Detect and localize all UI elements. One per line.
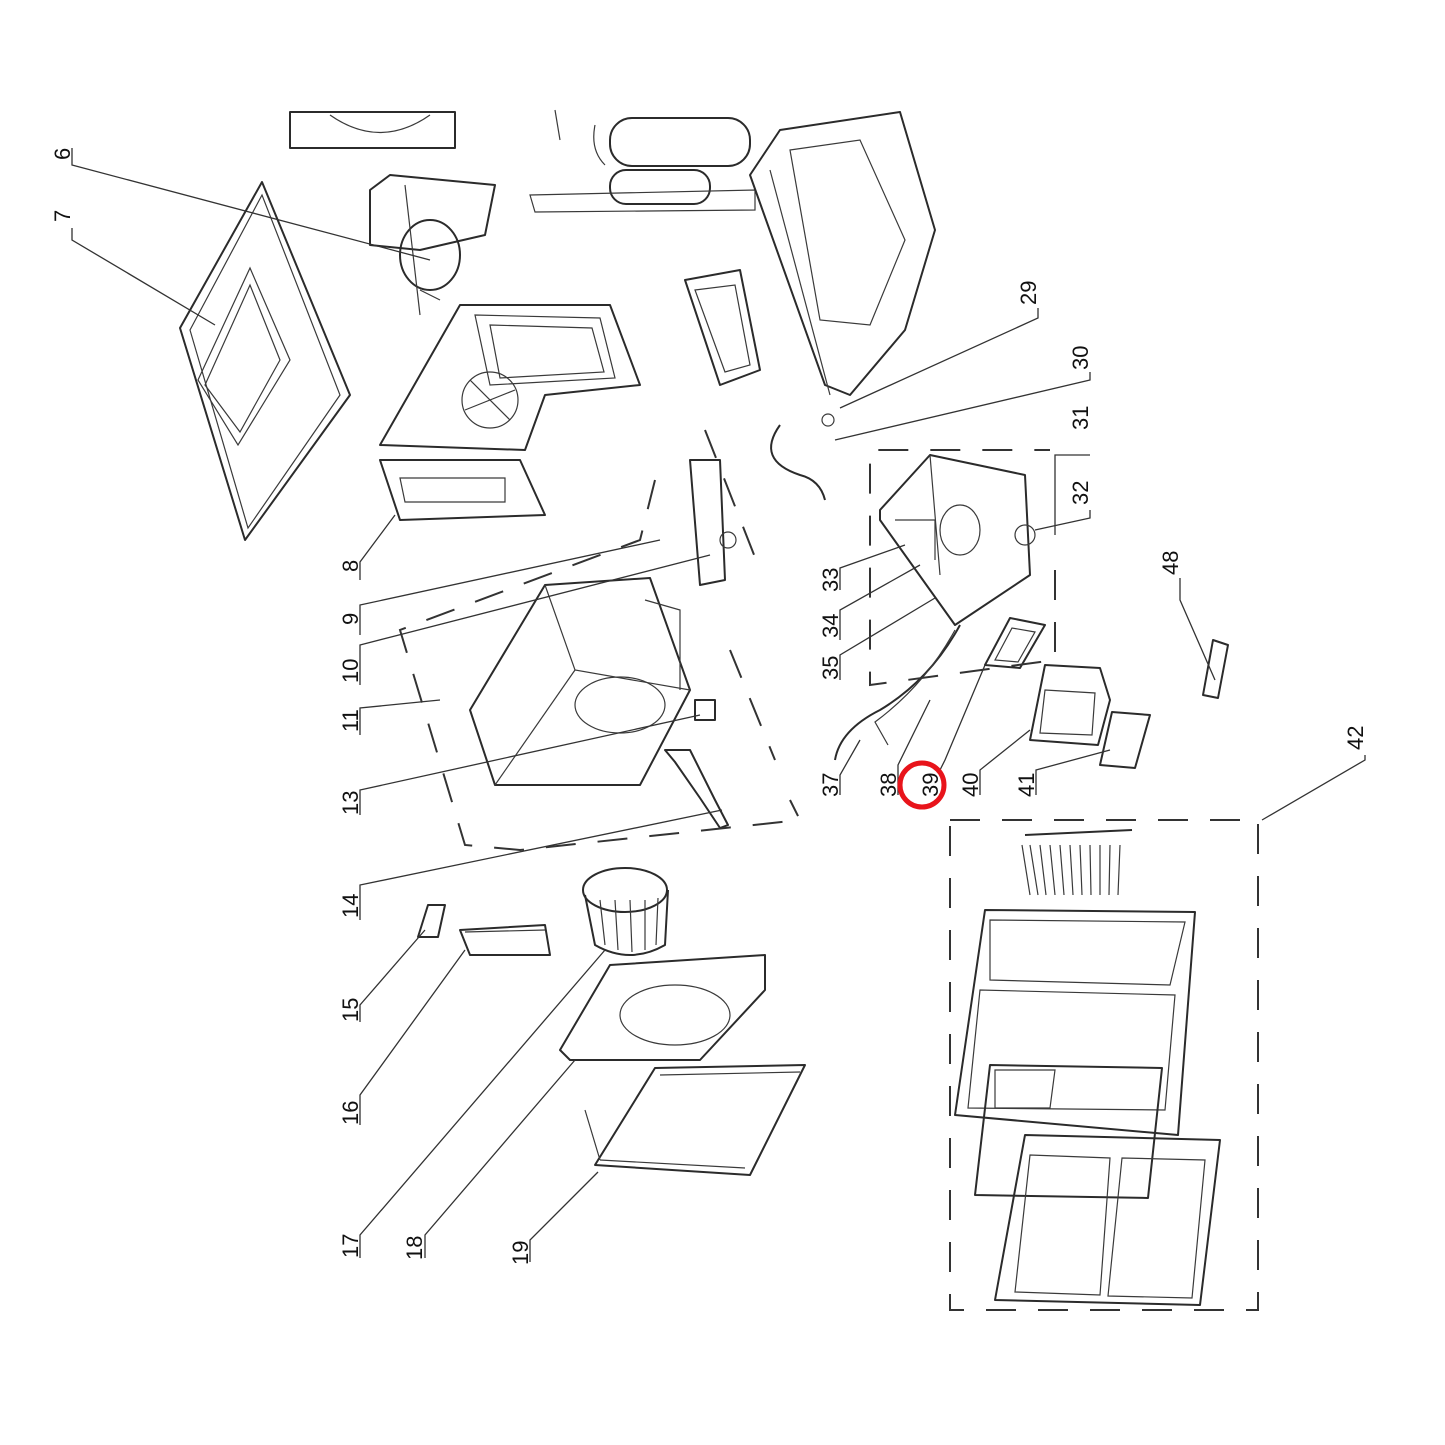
callout-32: 32 <box>1068 481 1093 505</box>
clip-part-13 <box>694 699 716 721</box>
callout-labels: 6 7 8 9 10 11 13 14 15 16 17 18 19 29 30… <box>50 148 1368 1265</box>
small-cover-part-15 <box>417 904 446 938</box>
callout-42: 42 <box>1343 726 1368 750</box>
callout-29: 29 <box>1016 281 1041 305</box>
callout-31: 31 <box>1068 406 1093 430</box>
callout-10: 10 <box>338 659 363 683</box>
callout-13: 13 <box>338 791 363 815</box>
leader-lines <box>71 148 1366 1262</box>
callout-8: 8 <box>338 560 363 572</box>
drain-pan-part-8 <box>379 459 546 521</box>
callout-39: 39 <box>918 773 943 797</box>
callout-33: 33 <box>818 568 843 592</box>
panel-part-40 <box>1029 664 1111 746</box>
callout-38: 38 <box>876 773 901 797</box>
callout-17: 17 <box>338 1234 363 1258</box>
callout-9: 9 <box>338 613 363 625</box>
control-box-part <box>879 454 1036 626</box>
callout-40: 40 <box>958 773 983 797</box>
callout-34: 34 <box>818 614 843 638</box>
wire-harness-part-37 <box>834 624 961 761</box>
callout-37: 37 <box>818 773 843 797</box>
callout-35: 35 <box>818 656 843 680</box>
rod-part-14 <box>664 749 729 829</box>
blower-wheel-part-17 <box>582 867 669 956</box>
display-board-part-39 <box>984 617 1046 669</box>
control-dashed-group <box>869 449 1056 687</box>
evaporator-coil-part-19 <box>584 1064 806 1176</box>
callout-30: 30 <box>1068 346 1093 370</box>
top-plate-part <box>289 111 456 149</box>
callout-16: 16 <box>338 1101 363 1125</box>
callout-11: 11 <box>338 709 363 732</box>
callout-15: 15 <box>338 998 363 1022</box>
bracket-part-10 <box>689 459 737 586</box>
blower-housing-part-11 <box>469 577 691 786</box>
callout-18: 18 <box>402 1236 427 1260</box>
callout-19: 19 <box>508 1241 533 1265</box>
callout-7: 7 <box>50 210 75 222</box>
scroll-plate-part-18 <box>559 954 766 1061</box>
motor-part-6 <box>369 174 496 316</box>
front-panel-group-42 <box>949 819 1259 1311</box>
label-part-41 <box>1099 711 1151 769</box>
highlight-circle-39 <box>897 760 947 810</box>
callout-48: 48 <box>1158 551 1183 575</box>
base-chassis-part <box>684 111 936 396</box>
remote-part-48 <box>1202 639 1229 699</box>
callout-6: 6 <box>50 148 75 160</box>
middle-dashed-group <box>398 429 802 852</box>
side-panel-part-7 <box>179 181 351 541</box>
channel-part-16 <box>459 924 551 956</box>
power-cord-part-30 <box>770 413 835 501</box>
callout-41: 41 <box>1014 773 1039 797</box>
bracket-frame-part <box>379 304 641 451</box>
callout-14: 14 <box>338 894 363 918</box>
compressor-part <box>529 109 756 213</box>
